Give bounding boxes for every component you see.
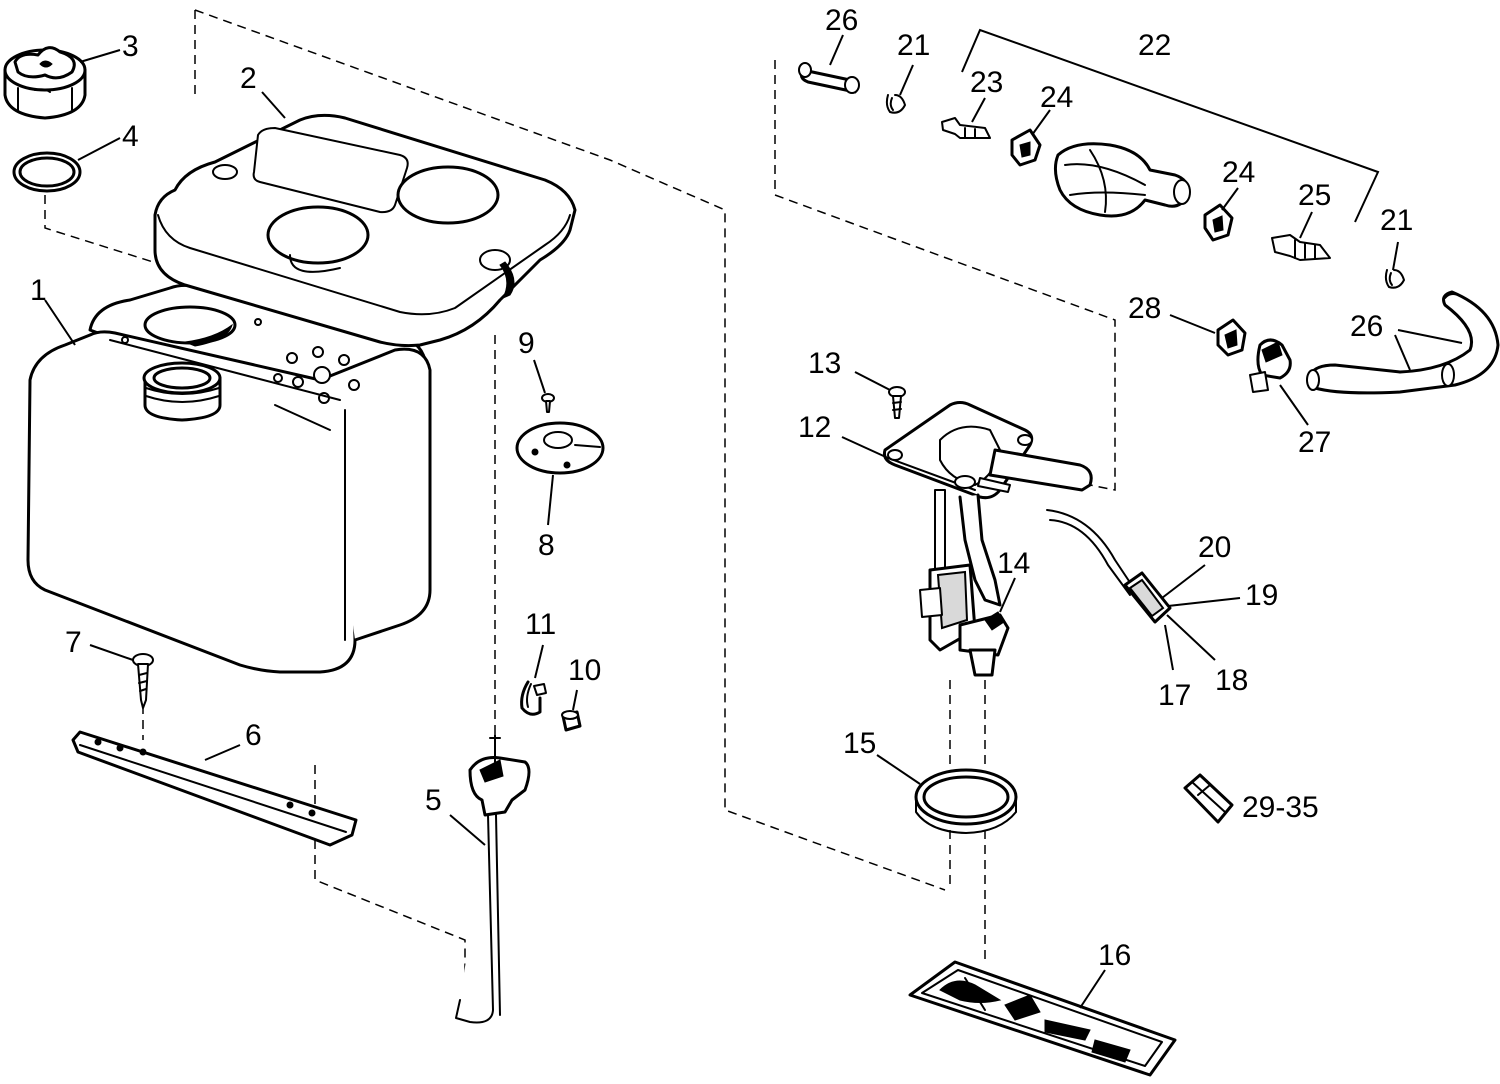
callout-29-35: 29-35 bbox=[1242, 791, 1319, 824]
warning-label-plate bbox=[908, 960, 1177, 1077]
callout-8: 8 bbox=[538, 529, 555, 562]
callout-11: 11 bbox=[525, 608, 556, 641]
callout-labels: 1 2 3 4 5 6 7 8 9 10 11 12 13 14 15 16 1… bbox=[30, 4, 1413, 972]
bracket-screw bbox=[132, 653, 154, 709]
leader-lines bbox=[44, 28, 1463, 1009]
hose-fitting-23 bbox=[941, 117, 991, 139]
callout-24-right: 24 bbox=[1222, 156, 1255, 189]
callout-28: 28 bbox=[1128, 292, 1161, 325]
hose-26-short bbox=[798, 62, 860, 94]
callout-5: 5 bbox=[425, 784, 442, 817]
callout-24-left: 24 bbox=[1040, 81, 1073, 114]
callout-3: 3 bbox=[122, 30, 139, 63]
callout-27: 27 bbox=[1298, 426, 1331, 459]
callout-19: 19 bbox=[1245, 579, 1278, 612]
fuel-pickup-assembly bbox=[883, 401, 1093, 677]
retaining-clip bbox=[520, 680, 547, 716]
clamp-24-left bbox=[1010, 128, 1042, 167]
pickup-screw bbox=[888, 386, 906, 419]
callout-6: 6 bbox=[245, 719, 262, 752]
callout-10: 10 bbox=[568, 654, 601, 687]
hose-26-long bbox=[1306, 290, 1500, 395]
assembly-guide-lines bbox=[44, 9, 1116, 990]
callout-22: 22 bbox=[1138, 29, 1171, 62]
callout-26-right: 26 bbox=[1350, 310, 1383, 343]
callout-21-right: 21 bbox=[1380, 204, 1413, 237]
callout-15: 15 bbox=[843, 727, 876, 760]
plate-screw bbox=[541, 393, 555, 413]
callout-2: 2 bbox=[240, 62, 257, 95]
callout-12: 12 bbox=[798, 411, 831, 444]
primer-bulb-assembly bbox=[1053, 142, 1191, 218]
callout-7: 7 bbox=[65, 626, 82, 659]
callout-23: 23 bbox=[970, 66, 1003, 99]
callout-13: 13 bbox=[808, 347, 841, 380]
small-clamp-21-right bbox=[1384, 269, 1405, 289]
clamp-28 bbox=[1216, 318, 1247, 357]
callout-17: 17 bbox=[1158, 679, 1191, 712]
small-clamp-21-left bbox=[885, 94, 906, 114]
mounting-bracket bbox=[71, 730, 358, 847]
hose-sleeve bbox=[561, 710, 582, 732]
callout-14: 14 bbox=[997, 547, 1030, 580]
callout-26-top: 26 bbox=[825, 4, 858, 37]
callout-21-left: 21 bbox=[897, 29, 930, 62]
clamp-24-right bbox=[1203, 203, 1234, 242]
callout-18: 18 bbox=[1215, 664, 1248, 697]
callout-16: 16 bbox=[1098, 939, 1131, 972]
cap-gasket bbox=[12, 151, 82, 193]
pickup-gasket bbox=[914, 768, 1018, 834]
callout-20: 20 bbox=[1198, 531, 1231, 564]
callout-9: 9 bbox=[518, 327, 535, 360]
fuel-gauge-sender bbox=[455, 734, 531, 1024]
callout-4: 4 bbox=[122, 120, 139, 153]
fuel-cap bbox=[3, 46, 87, 120]
hose-fitting-25 bbox=[1271, 234, 1331, 261]
gauge-mount-plate bbox=[515, 421, 605, 475]
callout-25: 25 bbox=[1298, 179, 1331, 212]
callout-1: 1 bbox=[30, 274, 47, 307]
tank-top-panel bbox=[153, 113, 577, 348]
connector-kit-29-35 bbox=[1183, 773, 1234, 824]
sender-wire-connector bbox=[1046, 509, 1172, 624]
hose-fitting-27 bbox=[1249, 338, 1292, 393]
fuel-tank bbox=[26, 283, 432, 674]
